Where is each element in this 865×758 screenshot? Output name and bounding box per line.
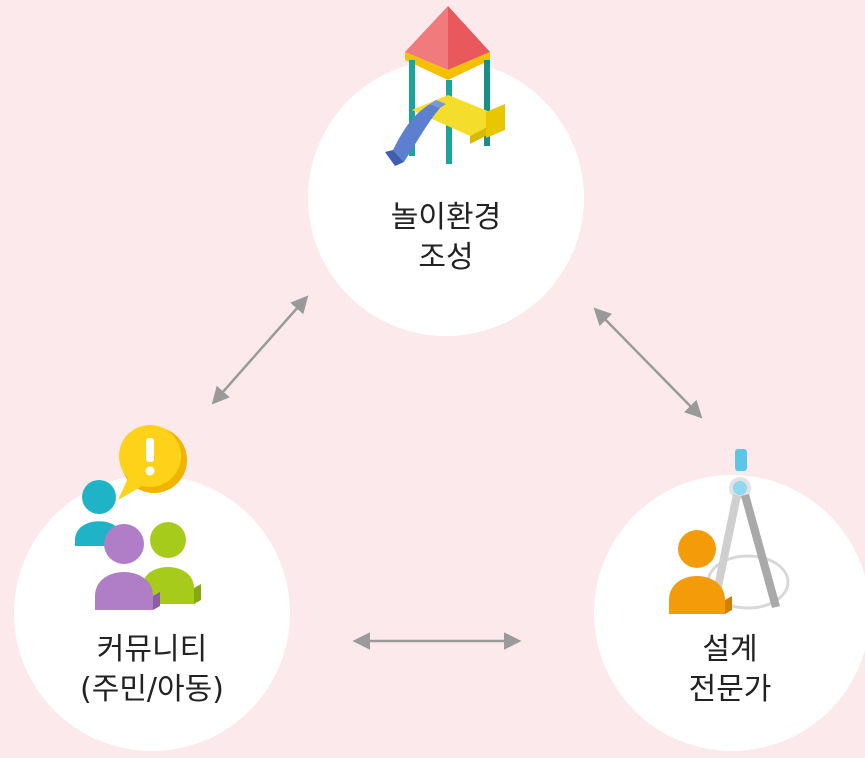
playground-slide-icon [385,6,505,166]
designer-compass-icon [669,449,790,614]
arrow-playground-expert [593,307,703,419]
playground-node-label: 놀이환경 조성 [346,198,546,278]
arrow-playground-community [211,295,309,405]
community-label-line1: 커뮤니티 [96,632,208,667]
community-node-circle [14,475,290,751]
expert-node-label: 설계 전문가 [630,630,830,710]
community-node-label: 커뮤니티 (주민/아동) [40,630,264,710]
expert-label-line1: 설계 [702,632,758,667]
playground-label-line1: 놀이환경 [390,200,502,235]
expert-label-line2: 전문가 [688,672,772,707]
community-label-line2: (주민/아동) [80,672,224,707]
community-people-icon [75,425,201,610]
playground-label-line2: 조성 [418,240,474,275]
